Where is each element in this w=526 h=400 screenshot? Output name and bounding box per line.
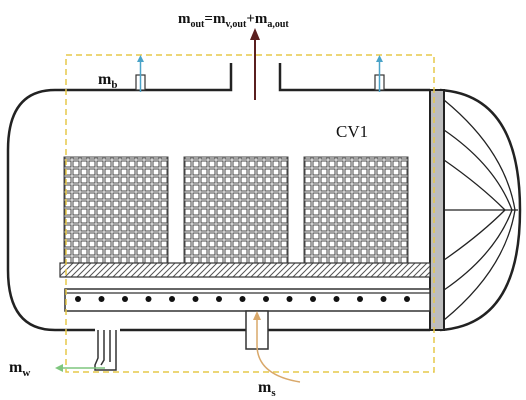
tube-dot [333,296,340,302]
bleed-arrow-left [135,55,146,92]
water-flow-label: mw [9,359,30,379]
tube-bundle-2 [183,156,289,264]
tube-dot [286,296,293,302]
water-drain-pipe [94,330,117,371]
tube-dot [75,296,81,302]
steam-arrow [253,311,301,383]
tube-bundle-3 [303,156,409,264]
tube-dot [192,296,199,302]
tube-bundles [63,156,409,264]
end-flange [429,89,445,331]
dome-lines [443,99,518,321]
outlet-arrow [250,28,260,100]
tube-dot [145,296,152,302]
tube-dot [98,296,105,302]
tube-dots [75,296,410,302]
vessel-shell [6,63,522,332]
water-arrow [55,364,105,372]
tube-dot [239,296,246,302]
tube-dot [216,296,222,302]
bleed-arrow-right [374,55,385,92]
tube-dot [122,296,128,302]
tube-dot [380,296,387,302]
support-plate [59,262,431,278]
tube-dot [310,296,316,302]
tube-dot [263,296,269,302]
control-volume-boundary [65,54,435,373]
tube-dot [169,296,175,302]
tube-bundle-1 [63,156,169,264]
tube-dot [357,296,363,302]
hotwell-header [64,288,431,312]
bleed-flow-label: mb [98,71,117,91]
control-volume-label: CV1 [336,122,368,141]
outlet-equation-label: mout=mv,out+ma,out [178,11,289,30]
steam-flow-label: ms [258,379,276,399]
tube-dot [404,296,410,302]
